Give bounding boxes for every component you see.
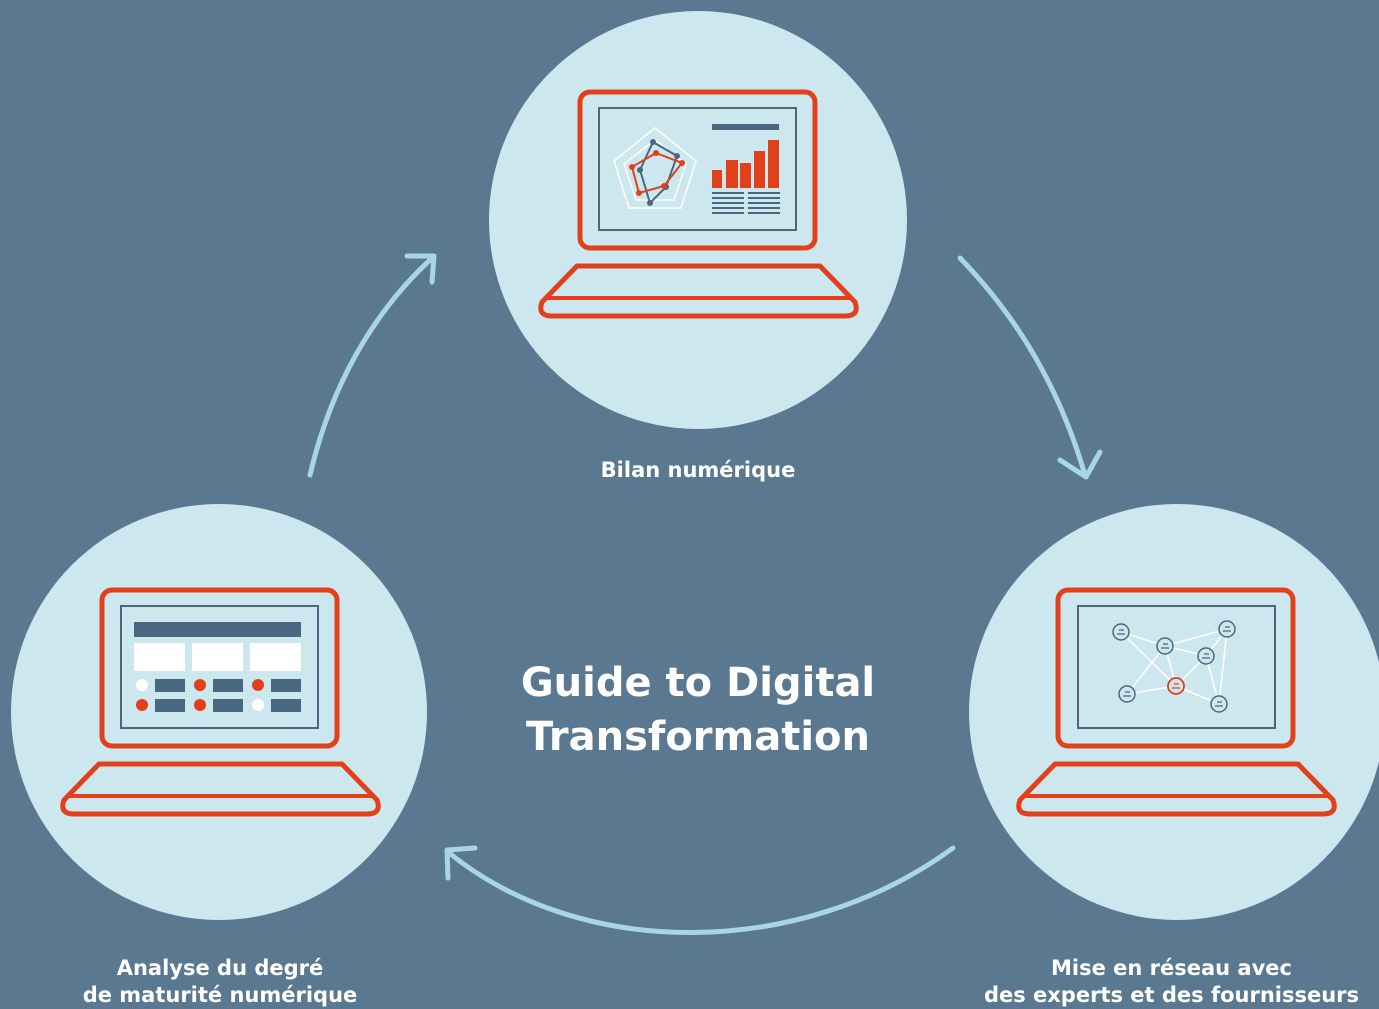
step-label-analyse: Analyse du degré de maturité numérique <box>40 955 400 1009</box>
step-label-reseau: Mise en réseau avec des experts et des f… <box>964 955 1379 1009</box>
laptop-network-icon <box>1016 587 1337 817</box>
step-circle-reseau <box>969 504 1379 920</box>
cycle-arrow-icon <box>307 253 437 478</box>
step-circle-bilan <box>489 11 907 429</box>
step-label-line: de maturité numérique <box>82 983 358 1007</box>
step-label-line: Mise en réseau avec <box>1051 956 1292 980</box>
step-label-line: Bilan numérique <box>600 458 796 482</box>
title-line: Guide to Digital <box>520 660 876 706</box>
laptop-dashboard-icon <box>538 89 859 319</box>
step-label-bilan: Bilan numérique <box>548 457 848 484</box>
cycle-arrow-icon <box>444 845 956 935</box>
cycle-arrow-icon <box>957 255 1103 480</box>
diagram-title: Guide to Digital Transformation <box>470 656 926 764</box>
step-label-line: Analyse du degré <box>116 956 324 980</box>
step-circle-analyse <box>11 504 427 920</box>
laptop-form-icon <box>60 587 381 817</box>
step-label-line: des experts et des fournisseurs <box>983 983 1360 1007</box>
title-line: Transformation <box>526 714 870 760</box>
